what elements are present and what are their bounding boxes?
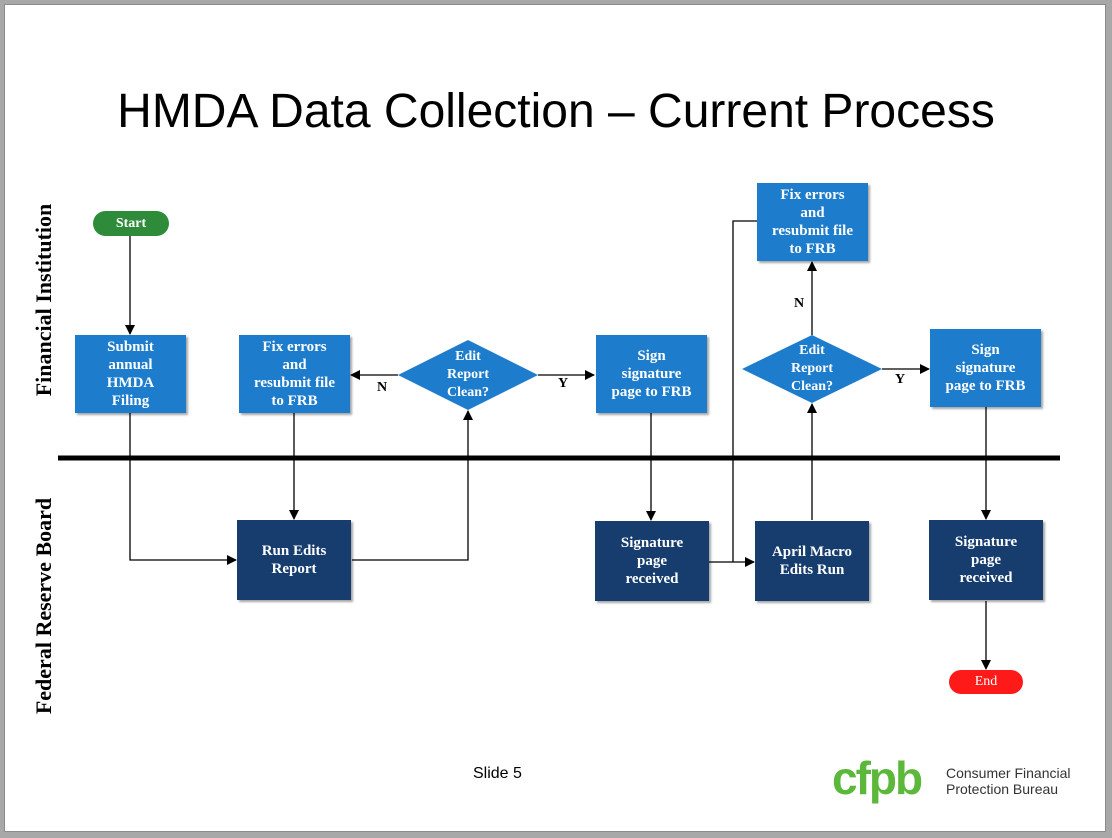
sign-signature-page-label-2: Sign signature page to FRB [945,342,1026,394]
connector-fix2-to-april-macro [732,220,757,562]
edit1-no-label: N [377,380,388,395]
edit1-yes-label: Y [558,376,569,391]
signature-page-received-label-1: Signature page received [620,535,684,587]
april-macro-edits-label: April Macro Edits Run [771,544,853,578]
edit2-yes-label: Y [895,372,906,387]
fix-errors-label-1: Fix errors and resubmit file to FRB [254,339,335,409]
sign-signature-page-box-1: Sign signature page to FRB [596,335,707,413]
fix-errors-box-2: Fix errors and resubmit file to FRB [757,183,868,261]
sign-signature-page-label-1: Sign signature page to FRB [611,348,692,400]
slide [4,4,1106,832]
signature-page-received-label-2: Signature page received [954,534,1018,586]
run-edits-report-label: Run Edits Report [261,543,327,577]
run-edits-report-box: Run Edits Report [237,520,351,600]
submit-hmda-filing-box: Submit annual HMDA Filing [75,335,186,413]
april-macro-edits-box: April Macro Edits Run [755,521,869,601]
edit-report-clean-diamond-2 [742,335,882,403]
edit-report-clean-label-1: Edit Report Clean? [447,349,489,400]
end-node: End [949,670,1023,694]
edit2-no-label: N [794,296,805,311]
edit-report-clean-label-2: Edit Report Clean? [791,343,833,394]
cfpb-logo-mark: cfpb [832,752,923,804]
connector-submit-to-run-edits [129,413,237,565]
signature-page-received-box-2: Signature page received [929,520,1043,600]
submit-hmda-filing-label: Submit annual HMDA Filing [106,339,155,409]
connector-run-edits-to-edit1 [352,410,473,561]
fix-errors-label-2: Fix errors and resubmit file to FRB [772,187,853,257]
cfpb-logo-text: Consumer Financial Protection Bureau [946,765,1071,797]
slide-number: Slide 5 [473,765,522,782]
slide-title: HMDA Data Collection – Current Process [117,85,995,138]
sign-signature-page-box-2: Sign signature page to FRB [930,329,1041,407]
fix-errors-box-1: Fix errors and resubmit file to FRB [239,335,350,413]
edit-report-clean-diamond-1 [398,340,538,410]
start-node: Start [93,211,169,236]
signature-page-received-box-1: Signature page received [595,521,709,601]
